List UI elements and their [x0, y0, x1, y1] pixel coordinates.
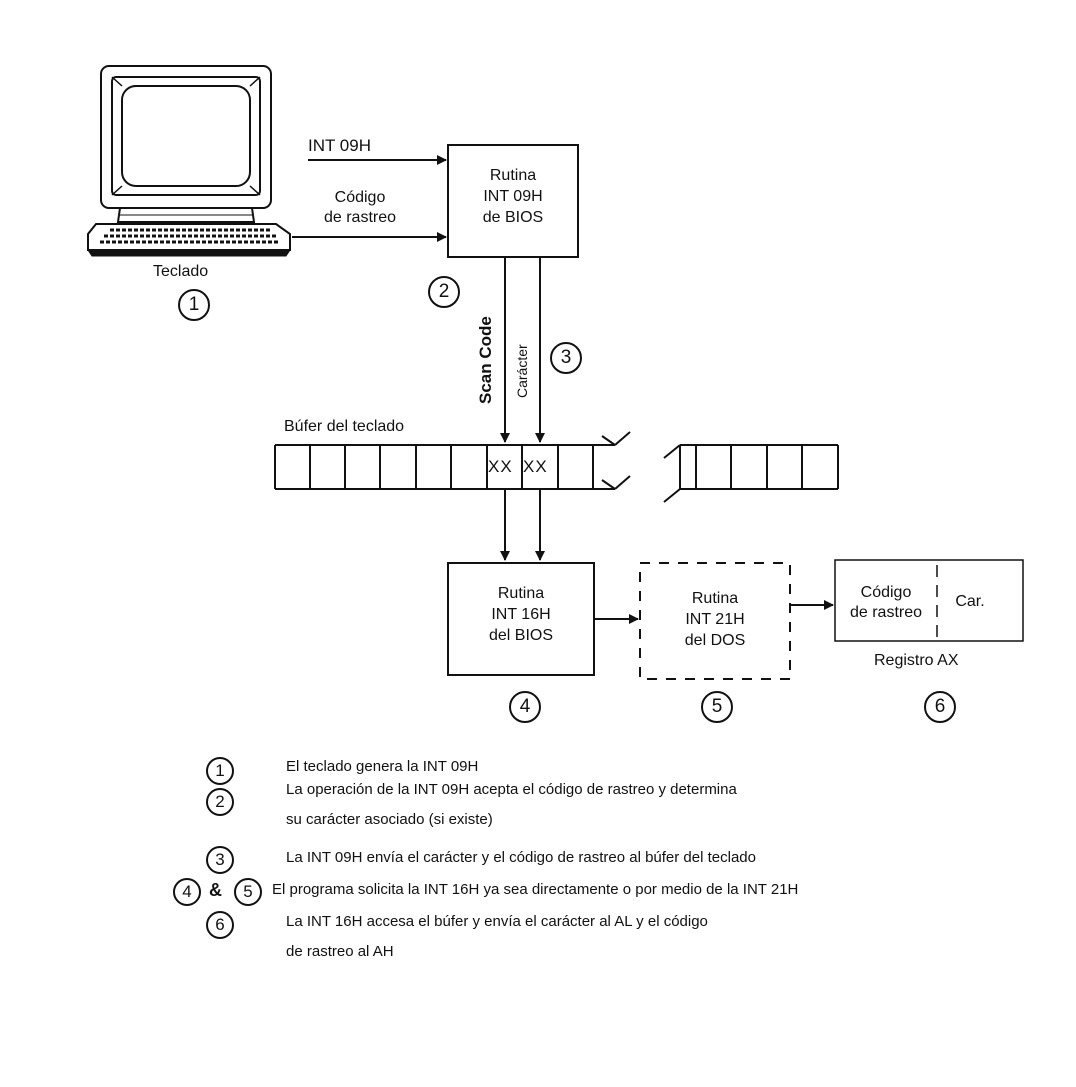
keyboard-buffer	[274, 431, 839, 503]
dos21-line2: INT 21H	[685, 611, 745, 628]
scan-code-label: Scan Code	[476, 316, 495, 404]
keyboard-icon	[87, 223, 291, 257]
buffer-cell-scan: XX	[488, 457, 513, 476]
buffer-label: Búfer del teclado	[284, 418, 405, 435]
bios-int09-box	[447, 144, 579, 258]
bios16-line1: Rutina	[497, 585, 545, 602]
legend-2-text-line1: La operación de la INT 09H acepta el cód…	[286, 781, 737, 798]
legend-4-marker: 4	[173, 878, 201, 906]
legend-5-marker: 5	[234, 878, 262, 906]
step-4-marker: 4	[509, 691, 541, 723]
register-ah-line2: de rastreo	[849, 604, 923, 621]
bios09-box-text: Rutina INT 09H de BIOS	[448, 165, 578, 228]
register-ax-label: Registro AX	[874, 652, 959, 669]
code-label-line2: de rastreo	[323, 209, 397, 226]
bios09-line1: Rutina	[489, 167, 537, 184]
legend-6-marker: 6	[206, 911, 234, 939]
computer-icon	[100, 65, 272, 223]
caracter-label: Carácter	[514, 344, 530, 398]
legend-ampersand: &	[209, 880, 222, 900]
dos21-line1: Rutina	[691, 590, 739, 607]
legend-6-text-line2: de rastreo al AH	[286, 943, 394, 960]
register-ax-box	[834, 559, 1024, 642]
legend-1-text: El teclado genera la INT 09H	[286, 758, 479, 775]
buffer-cell-char: XX	[523, 457, 548, 476]
legend-2-marker: 2	[206, 788, 234, 816]
step-2-marker: 2	[428, 276, 460, 308]
legend-2-text-line2: su carácter asociado (si existe)	[286, 811, 493, 828]
legend-3-marker: 3	[206, 846, 234, 874]
dos21-box-text: Rutina INT 21H del DOS	[640, 588, 790, 651]
bios16-line2: INT 16H	[491, 606, 551, 623]
bios16-line3: del BIOS	[488, 627, 554, 644]
legend-1-marker: 1	[206, 757, 234, 785]
legend-45-text: El programa solicita la INT 16H ya sea d…	[272, 881, 799, 898]
bios16-box-text: Rutina INT 16H del BIOS	[448, 583, 594, 646]
dos21-line3: del DOS	[684, 632, 746, 649]
keyboard-label: Teclado	[153, 263, 209, 280]
step-5-marker: 5	[701, 691, 733, 723]
legend-3-text: La INT 09H envía el carácter y el código…	[286, 849, 756, 866]
bios09-line3: de BIOS	[482, 209, 544, 226]
register-ah-line1: Código	[860, 584, 912, 601]
step-3-marker: 3	[550, 342, 582, 374]
bios09-line2: INT 09H	[483, 188, 543, 205]
code-label-line1: Código	[334, 189, 386, 206]
int09-label: INT 09H	[308, 136, 371, 155]
step-1-marker: 1	[178, 289, 210, 321]
step-6-marker: 6	[924, 691, 956, 723]
register-al-label: Car.	[955, 593, 985, 610]
legend-6-text-line1: La INT 16H accesa el búfer y envía el ca…	[286, 913, 708, 930]
